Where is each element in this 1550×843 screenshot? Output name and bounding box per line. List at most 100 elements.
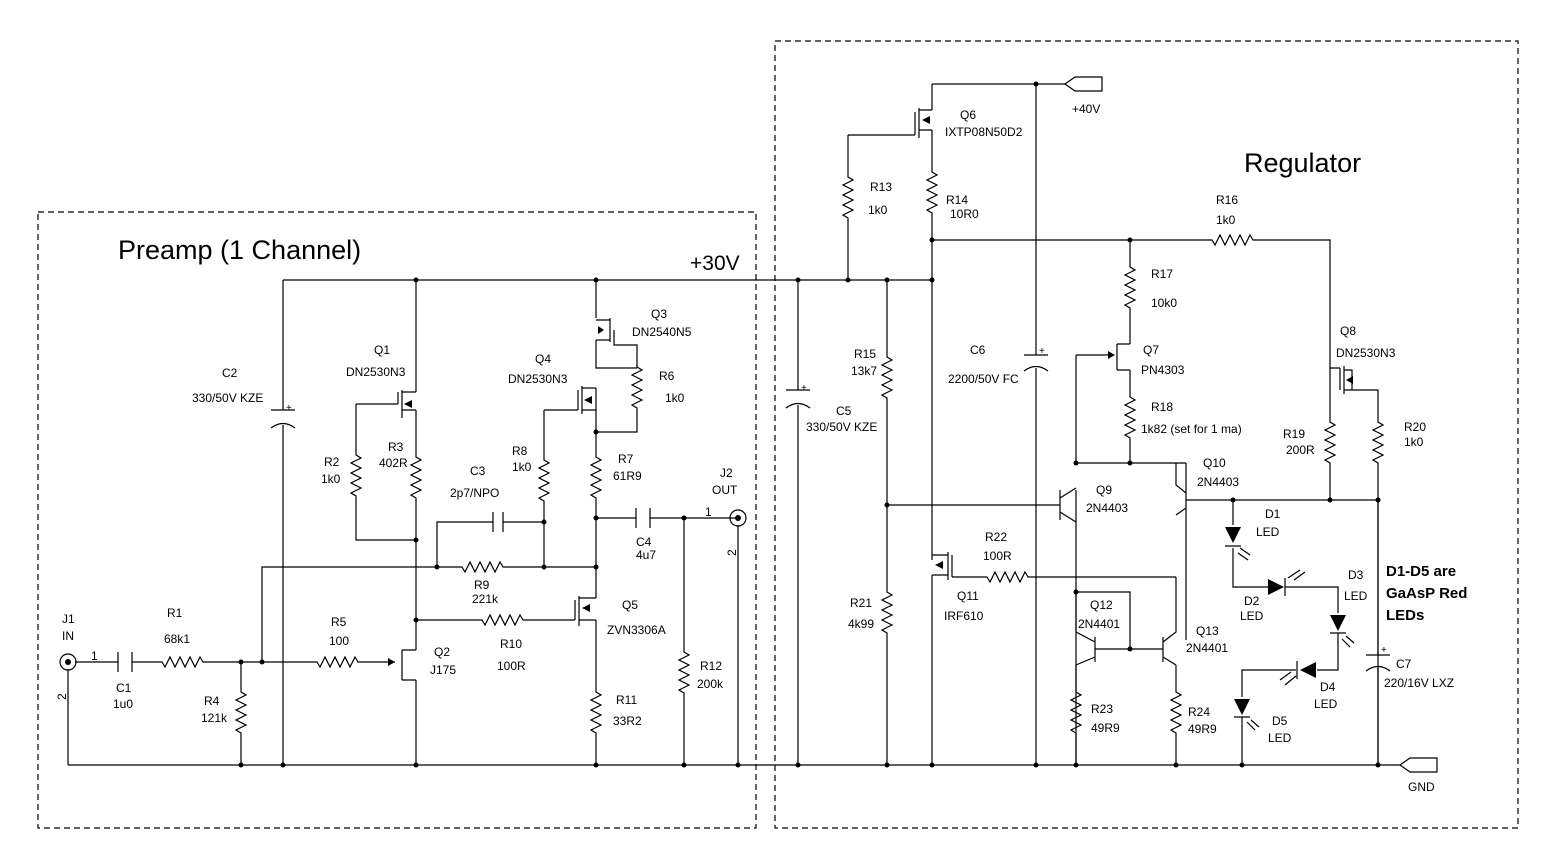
label-r4-ref: R4 xyxy=(204,694,220,708)
label-r3-value: 402R xyxy=(379,456,408,470)
wiring xyxy=(67,83,1400,766)
label-q2-ref: Q2 xyxy=(434,645,450,659)
capacitor-c2: + xyxy=(270,403,296,429)
regulator-boundary xyxy=(774,40,1519,829)
labels: J1 IN 1 2 J2 OUT 1 2 +40V GND D1-D5 are … xyxy=(55,102,1467,794)
resistor-r10 xyxy=(479,614,526,626)
label-d4-value: LED xyxy=(1314,697,1338,711)
transistor-q3 xyxy=(596,318,638,368)
label-r12-ref: R12 xyxy=(700,659,722,673)
note-leds-1: D1-D5 are xyxy=(1386,563,1456,580)
label-r7-value: 61R9 xyxy=(613,469,642,483)
label-d2-ref: D2 xyxy=(1244,594,1260,608)
preamp-title: Preamp (1 Channel) xyxy=(118,235,361,265)
note-leds-3: LEDs xyxy=(1386,607,1424,624)
regulator-title: Regulator xyxy=(1244,148,1361,178)
transistor-q13 xyxy=(1162,577,1177,666)
label-c5-value: 330/50V KZE xyxy=(806,420,877,434)
led-d5 xyxy=(1234,699,1260,731)
label-r2-value: 1k0 xyxy=(321,472,341,486)
resistor-r19 xyxy=(1324,419,1336,466)
label-r18-value: 1k82 (set for 1 ma) xyxy=(1141,422,1242,436)
transistor-q12 xyxy=(1075,592,1096,666)
label-r5-ref: R5 xyxy=(331,615,347,629)
label-r17-ref: R17 xyxy=(1151,267,1173,281)
capacitor-c3 xyxy=(492,512,504,532)
resistor-r11 xyxy=(590,689,602,736)
label-r1-value: 68k1 xyxy=(164,632,190,646)
label-q7-value: PN4303 xyxy=(1141,363,1185,377)
label-d3-ref: D3 xyxy=(1348,568,1364,582)
label-c1-value: 1u0 xyxy=(113,697,133,711)
capacitor-c7: + xyxy=(1365,645,1391,672)
rail-label: +30V xyxy=(690,252,740,275)
label-r19-value: 200R xyxy=(1286,443,1315,457)
label-r6-value: 1k0 xyxy=(665,391,685,405)
label-r20-value: 1k0 xyxy=(1404,435,1424,449)
label-q10-ref: Q10 xyxy=(1203,456,1226,470)
label-j2-name: OUT xyxy=(712,483,738,497)
label-r20-ref: R20 xyxy=(1404,420,1426,434)
transistor-q1 xyxy=(397,390,416,418)
label-q5-ref: Q5 xyxy=(622,598,638,612)
label-q13-ref: Q13 xyxy=(1196,624,1219,638)
label-r11-value: 33R2 xyxy=(613,714,642,728)
resistor-r14 xyxy=(926,169,938,216)
label-q3-value: DN2540N5 xyxy=(632,325,692,339)
resistor-r22 xyxy=(984,571,1031,583)
transistor-q5 xyxy=(574,590,597,630)
resistor-r1 xyxy=(159,656,206,668)
transistor-q9 xyxy=(1059,487,1077,523)
label-d3-value: LED xyxy=(1344,589,1368,603)
led-d1 xyxy=(1225,527,1251,561)
label-r1-ref: R1 xyxy=(167,606,183,620)
label-r11-ref: R11 xyxy=(616,693,637,707)
label-r12-value: 200k xyxy=(697,677,724,691)
transistor-q8 xyxy=(1339,366,1353,394)
svg-text:+: + xyxy=(801,383,807,394)
resistor-r4 xyxy=(235,689,247,736)
svg-text:+: + xyxy=(1381,645,1387,656)
label-r4-value: 121k xyxy=(201,711,228,725)
label-d1-ref: D1 xyxy=(1265,507,1281,521)
label-q11-ref: Q11 xyxy=(957,589,979,603)
label-r3-ref: R3 xyxy=(388,440,404,454)
label-j2-pin1: 1 xyxy=(705,505,712,519)
led-d3 xyxy=(1330,615,1355,648)
label-c5-ref: C5 xyxy=(836,404,852,418)
label-r2-ref: R2 xyxy=(324,455,340,469)
label-r6-ref: R6 xyxy=(659,369,675,383)
label-q11-value: IRF610 xyxy=(944,609,984,623)
label-r16-value: 1k0 xyxy=(1216,213,1236,227)
resistor-r20 xyxy=(1372,419,1384,466)
label-q8-value: DN2530N3 xyxy=(1336,346,1396,360)
connector-j1 xyxy=(59,653,77,671)
label-q9-value: 2N4403 xyxy=(1086,501,1128,515)
svg-text:+: + xyxy=(1039,346,1045,357)
label-c1-ref: C1 xyxy=(116,681,132,695)
label-r23-ref: R23 xyxy=(1091,702,1113,716)
label-r23-value: 49R9 xyxy=(1091,721,1120,735)
label-r7-ref: R7 xyxy=(618,452,634,466)
label-r24-value: 49R9 xyxy=(1188,722,1217,736)
label-r18-ref: R18 xyxy=(1151,400,1173,414)
label-c7-value: 220/16V LXZ xyxy=(1384,676,1454,690)
led-d2 xyxy=(1268,569,1306,596)
label-d5-ref: D5 xyxy=(1272,714,1288,728)
label-q4-ref: Q4 xyxy=(535,352,551,366)
label-q12-ref: Q12 xyxy=(1090,598,1113,612)
label-r9-value: 221k xyxy=(472,592,499,606)
label-c2-value: 330/50V KZE xyxy=(192,391,263,405)
label-r21-ref: R21 xyxy=(850,596,872,610)
label-q5-value: ZVN3306A xyxy=(607,623,666,637)
label-q12-value: 2N4401 xyxy=(1078,617,1120,631)
junctions xyxy=(238,81,1381,768)
label-j1-ref: J1 xyxy=(62,612,75,626)
label-c6-value: 2200/50V FC xyxy=(948,372,1019,386)
label-r21-value: 4k99 xyxy=(848,617,874,631)
label-c3-ref: C3 xyxy=(470,464,486,478)
resistor-r7 xyxy=(590,454,602,501)
label-r15-ref: R15 xyxy=(854,347,876,361)
label-r15-value: 13k7 xyxy=(851,364,877,378)
